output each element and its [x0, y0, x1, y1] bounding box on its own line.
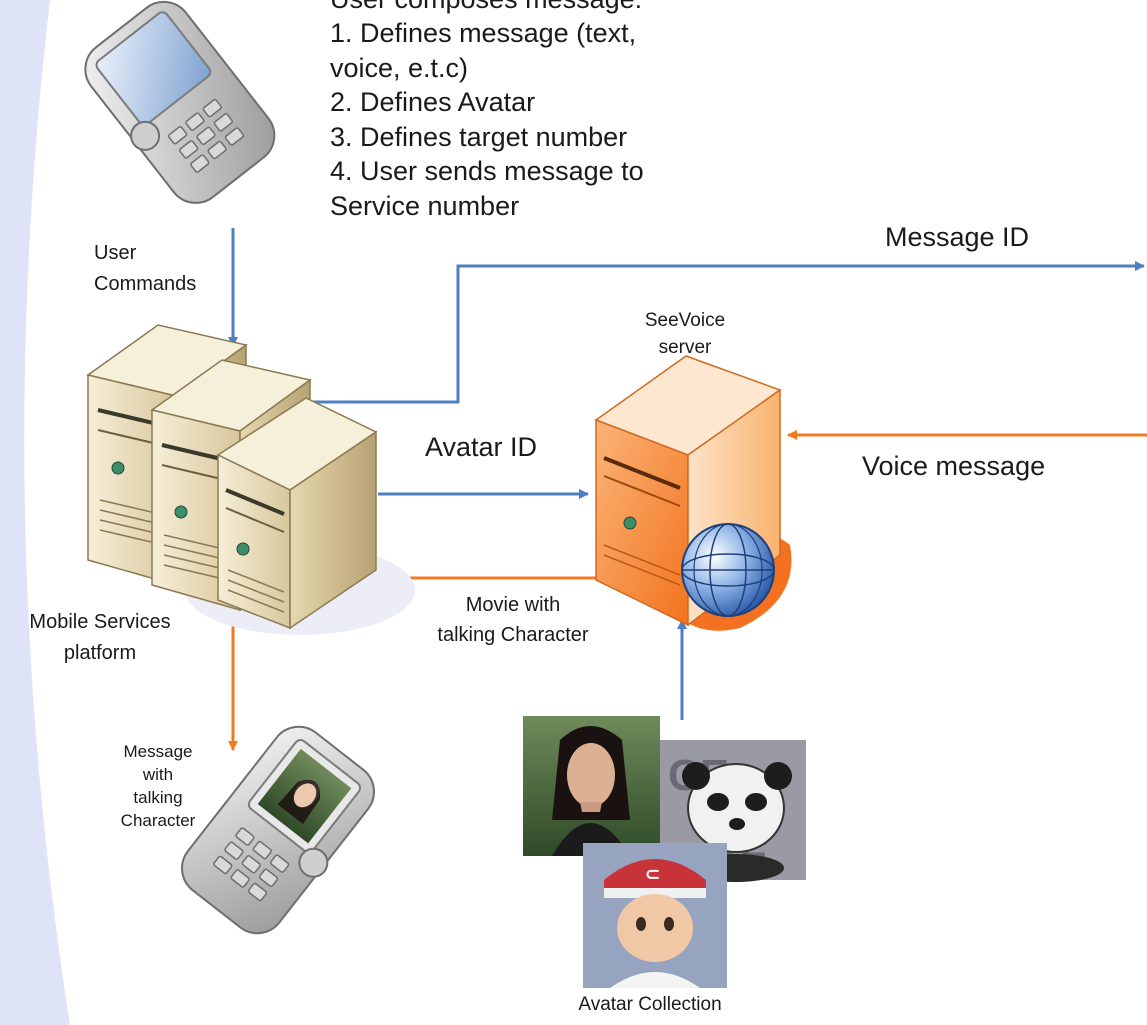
user-commands-label-line2: Commands: [94, 273, 197, 295]
user-commands-label: User Commands: [94, 238, 196, 300]
seevoice-label-line2: server: [658, 337, 712, 358]
avatar-collection-label: Avatar Collection: [578, 994, 722, 1015]
avatar-boy-image: ⊂: [583, 843, 727, 988]
avatar-id-label: Avatar ID: [425, 432, 538, 462]
movie-label-line1: Movie with: [465, 594, 561, 616]
seevoice-server-label: SeeVoice server: [630, 307, 740, 361]
steps-line-3: 2. Defines Avatar: [330, 87, 536, 117]
message-label-line3: talking: [133, 788, 183, 807]
steps-text: User composes message: 1. Defines messag…: [330, 0, 790, 223]
server-rack-icon: [86, 324, 415, 635]
platform-label-line1: Mobile Services: [29, 611, 171, 633]
message-label-line2: with: [142, 765, 174, 784]
steps-line-6: Service number: [330, 190, 520, 221]
message-label: Message with talking Character: [98, 740, 218, 832]
seevoice-label-line1: SeeVoice: [644, 310, 726, 331]
globe-icon: [681, 523, 775, 617]
message-id-label: Message ID: [885, 222, 1030, 252]
top-phone-icon: [84, 0, 276, 204]
platform-label-line2: platform: [63, 642, 137, 664]
steps-line-0: User composes message:: [330, 0, 790, 16]
steps-line-4: 3. Defines target number: [330, 121, 628, 152]
platform-label: Mobile Services platform: [0, 607, 200, 669]
message-label-line1: Message: [123, 742, 193, 761]
svg-text:⊂: ⊂: [645, 864, 660, 884]
background-arc: [0, 0, 70, 1025]
voice-message-label: Voice message: [862, 451, 1046, 481]
steps-line-2: voice, e.t.c): [330, 52, 469, 83]
user-commands-label-line1: User: [94, 242, 137, 264]
steps-line-5: 4. User sends message to: [330, 156, 644, 186]
steps-line-1: 1. Defines message (text,: [330, 18, 637, 48]
movie-label: Movie with talking Character: [408, 590, 618, 650]
movie-label-line2: talking Character: [437, 624, 589, 646]
message-id-arrow: [312, 261, 1145, 404]
avatar-woman-image: [523, 716, 660, 856]
bottom-phone-icon: [181, 725, 375, 935]
message-label-line4: Character: [120, 811, 196, 830]
